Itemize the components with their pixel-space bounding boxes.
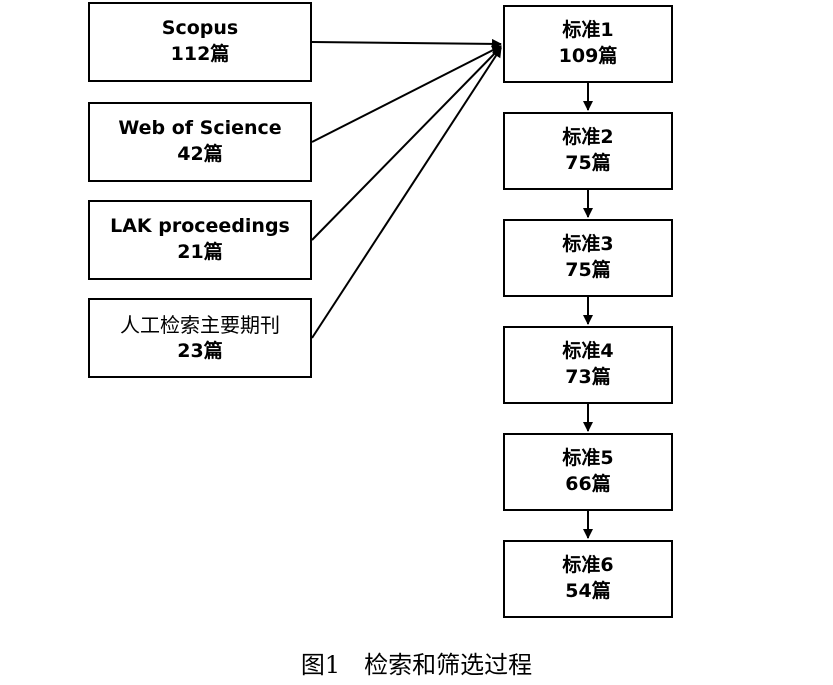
source-name: Web of Science	[118, 117, 282, 140]
stage-name: 标准6	[562, 554, 614, 577]
source-count: 23篇	[177, 339, 223, 362]
source-name: Scopus	[161, 17, 239, 40]
stage-box-standard-1: 标准1 109篇	[503, 5, 673, 83]
stage-box-standard-5: 标准5 66篇	[503, 433, 673, 511]
stage-name: 标准1	[562, 19, 614, 42]
figure-caption: 图1 检索和筛选过程	[0, 645, 833, 680]
source-count: 42篇	[177, 143, 223, 165]
source-box-manual-journals: 人工检索主要期刊 23篇	[88, 298, 312, 378]
source-count: 112篇	[170, 43, 230, 65]
stage-box-standard-2: 标准2 75篇	[503, 112, 673, 190]
stage-name: 标准5	[562, 447, 614, 470]
stage-count: 109篇	[558, 45, 618, 67]
stage-count: 66篇	[565, 473, 611, 495]
stage-box-standard-3: 标准3 75篇	[503, 219, 673, 297]
stage-count: 54篇	[565, 580, 611, 602]
stage-count: 73篇	[565, 366, 611, 388]
stage-box-standard-6: 标准6 54篇	[503, 540, 673, 618]
arrow-lak-to-standard-1	[311, 46, 502, 241]
source-name: LAK proceedings	[110, 215, 290, 238]
source-box-web-of-science: Web of Science 42篇	[88, 102, 312, 182]
stage-count: 75篇	[565, 152, 611, 174]
arrow-journals-to-standard-1	[311, 47, 502, 339]
figure-number: 图1	[300, 651, 341, 679]
source-box-scopus: Scopus 112篇	[88, 2, 312, 82]
arrow-scopus-to-standard-1	[311, 38, 502, 49]
figure-title: 检索和筛选过程	[364, 651, 533, 679]
stage-name: 标准4	[562, 340, 614, 363]
stage-box-standard-4: 标准4 73篇	[503, 326, 673, 404]
source-count: 21篇	[177, 241, 223, 263]
stage-name: 标准2	[562, 126, 614, 149]
stage-count: 75篇	[565, 259, 611, 281]
source-name: 人工检索主要期刊	[120, 312, 280, 337]
source-box-lak-proceedings: LAK proceedings 21篇	[88, 200, 312, 280]
stage-name: 标准3	[562, 233, 614, 256]
arrow-wos-to-standard-1	[311, 45, 502, 143]
